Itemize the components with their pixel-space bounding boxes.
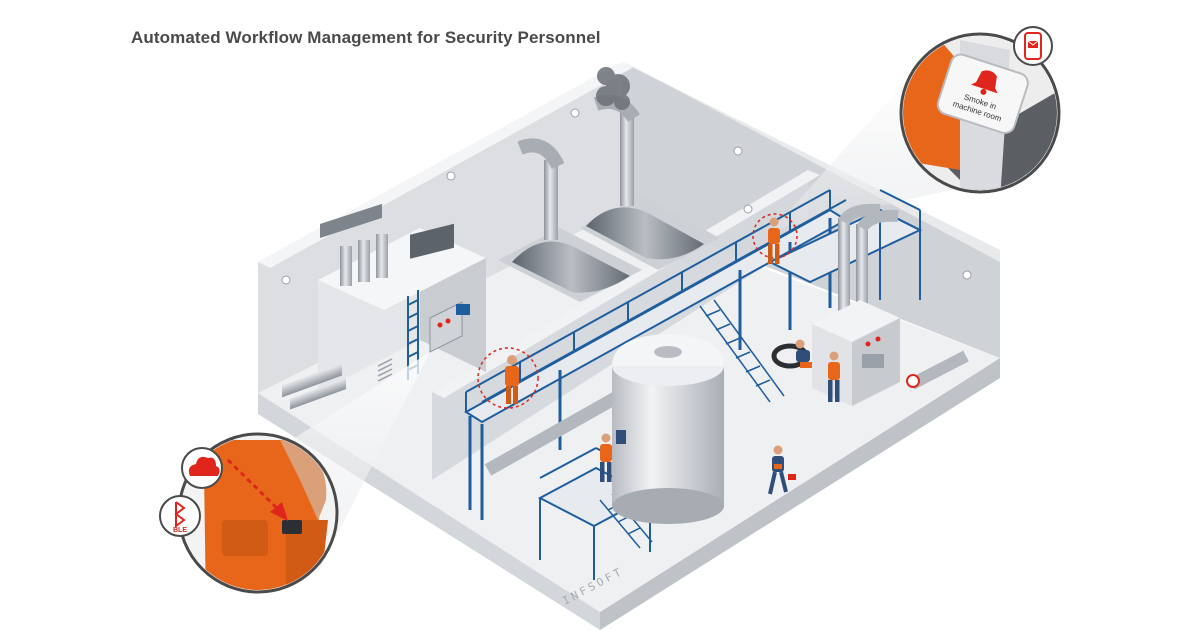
alarm-bell-icon: [971, 70, 998, 94]
worker-cabinet: [828, 351, 840, 402]
page-title: Automated Workflow Management for Securi…: [131, 28, 601, 47]
bluetooth-icon: [174, 501, 186, 528]
generators: [498, 67, 720, 302]
catwalks: [464, 189, 923, 580]
smoke: [596, 67, 630, 110]
worker-catwalk-top: [752, 213, 798, 264]
worker-catwalk-left: [477, 347, 539, 409]
phone-mail-badge: [1013, 26, 1053, 66]
ble-badge: BLE: [159, 495, 201, 537]
storage-tank: [612, 334, 724, 524]
phone-mail-icon: [1024, 32, 1042, 60]
ble-label: BLE: [173, 527, 187, 534]
left-callout: [177, 432, 339, 594]
cloud-badge: [181, 447, 223, 489]
cloud-icon: [188, 456, 220, 476]
worker-walking: [768, 445, 796, 495]
worker-kneeling: [795, 339, 812, 368]
workers: [477, 213, 840, 495]
air-handling-unit: [282, 203, 486, 410]
right-callout: Smoke in machine room: [899, 32, 1061, 194]
worker-tank: [600, 430, 626, 482]
